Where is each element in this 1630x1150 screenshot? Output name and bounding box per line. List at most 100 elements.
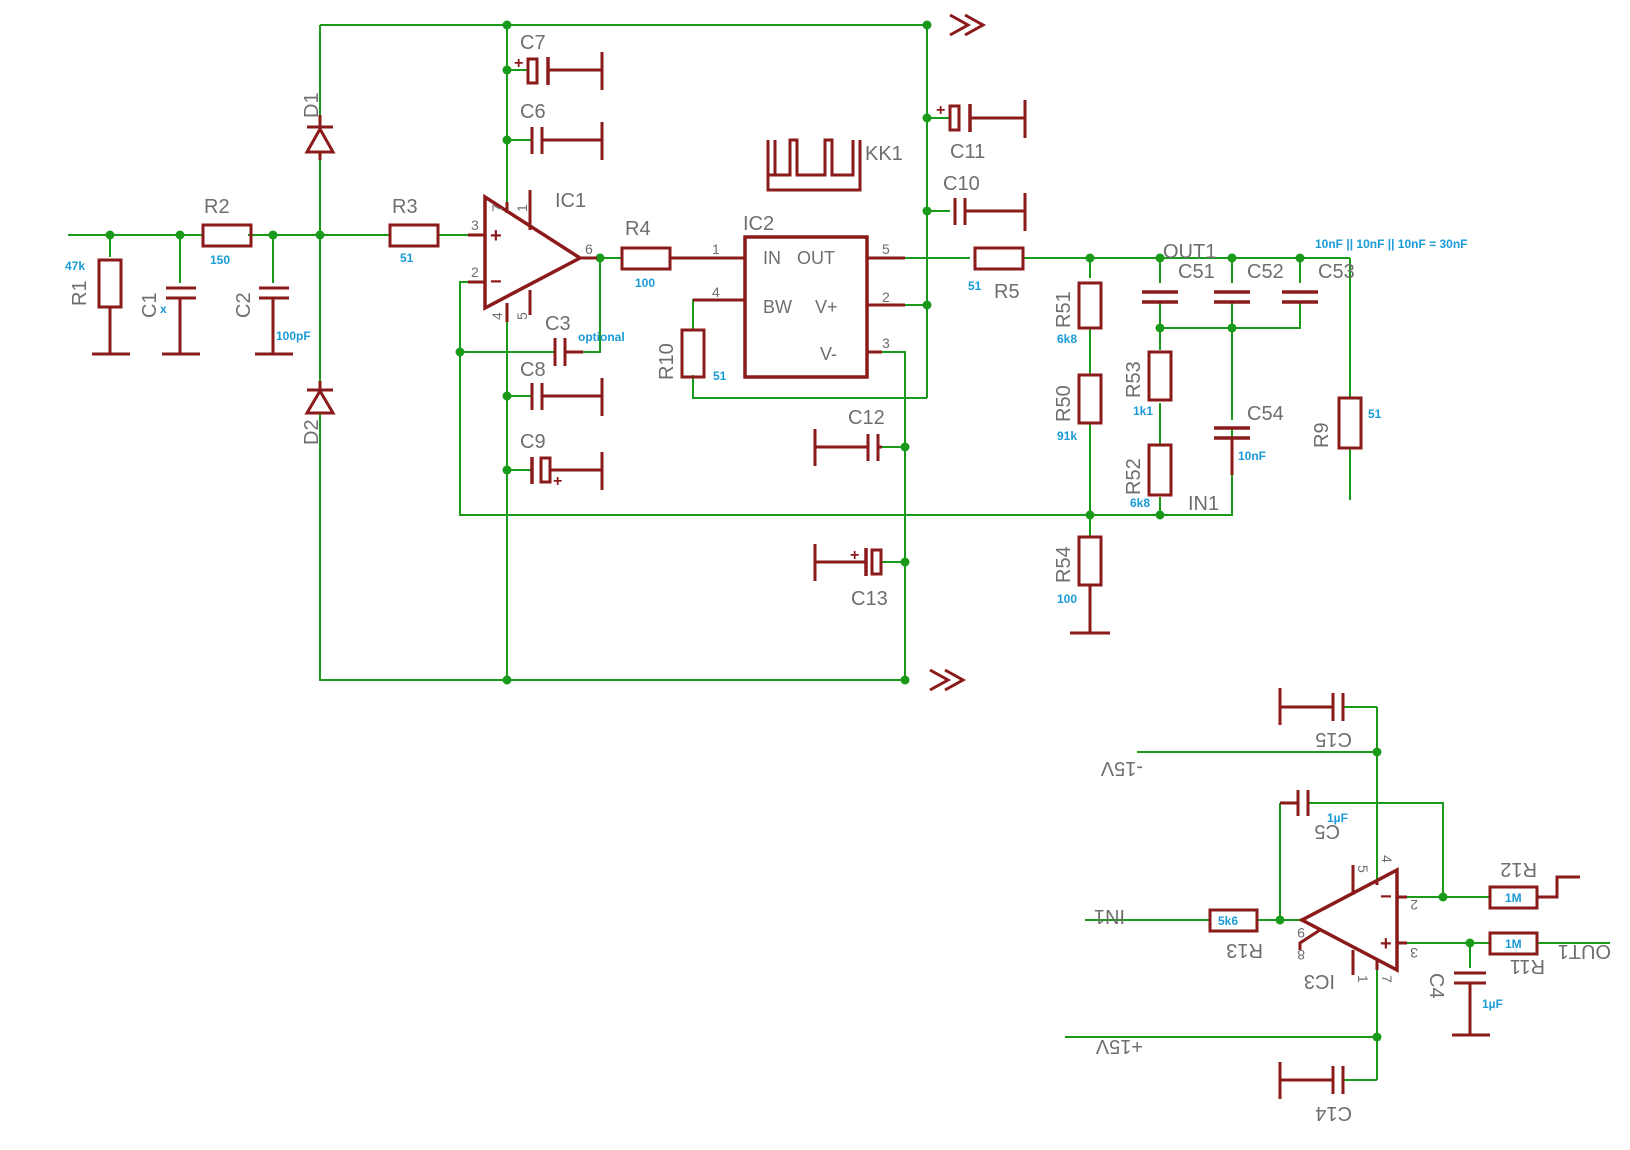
ic2-pin-3: 3 bbox=[882, 335, 890, 351]
label-c13: C13 bbox=[851, 588, 888, 610]
capacitor-c7[interactable] bbox=[526, 52, 604, 90]
label-c54: C54 bbox=[1247, 403, 1284, 425]
value-r13: 5k6 bbox=[1218, 914, 1238, 928]
capacitor-c52[interactable] bbox=[1214, 290, 1250, 304]
label-c14: C14 bbox=[1315, 1102, 1352, 1124]
capacitor-c10[interactable] bbox=[953, 193, 1027, 231]
value-c2: 100pF bbox=[276, 329, 311, 343]
capacitor-c53[interactable] bbox=[1282, 290, 1318, 304]
value-r54: 100 bbox=[1057, 592, 1077, 606]
resistor-r4[interactable] bbox=[620, 246, 745, 271]
capacitor-c51[interactable] bbox=[1142, 290, 1178, 304]
c9-plus-sign: + bbox=[553, 473, 562, 490]
resistor-r13[interactable] bbox=[1208, 908, 1259, 933]
label-r13: R13 bbox=[1226, 939, 1263, 961]
resistor-r12[interactable] bbox=[1488, 875, 1580, 910]
label-plus15v: +15V bbox=[1095, 1035, 1143, 1057]
ic1-pin-2: 2 bbox=[471, 264, 479, 280]
value-r3: 51 bbox=[400, 251, 414, 265]
label-r54: R54 bbox=[1053, 546, 1075, 583]
resistor-r5[interactable] bbox=[973, 246, 1025, 271]
label-c8: C8 bbox=[520, 359, 546, 381]
label-r5: R5 bbox=[994, 281, 1020, 303]
polarity-marks: + − − + + + + + bbox=[490, 55, 1392, 955]
capacitor-c11[interactable] bbox=[948, 100, 1027, 138]
ic2-pin-1: 1 bbox=[712, 241, 720, 257]
resistor-r50[interactable] bbox=[1077, 373, 1103, 425]
label-r53: R53 bbox=[1123, 361, 1145, 398]
resistor-r10[interactable] bbox=[680, 328, 706, 379]
label-ic1: IC1 bbox=[555, 190, 586, 212]
value-c54: 10nF bbox=[1238, 449, 1266, 463]
capacitor-c6[interactable] bbox=[530, 122, 604, 160]
capacitor-c13[interactable] bbox=[813, 544, 883, 581]
label-c10: C10 bbox=[943, 173, 980, 195]
capacitor-c14[interactable] bbox=[1278, 1062, 1345, 1099]
capacitor-c12[interactable] bbox=[813, 429, 882, 466]
label-c2: C2 bbox=[233, 292, 255, 318]
capacitor-c8[interactable] bbox=[530, 378, 604, 416]
label-c6: C6 bbox=[520, 101, 546, 123]
ic2-pin-bw: BW bbox=[763, 297, 792, 317]
resistor-r51[interactable] bbox=[1077, 281, 1103, 330]
diode-d2[interactable] bbox=[304, 381, 336, 415]
resistor-r1[interactable] bbox=[92, 258, 130, 356]
c7-plus-sign: + bbox=[514, 55, 523, 72]
label-out1: OUT1 bbox=[1163, 241, 1216, 263]
label-c15: C15 bbox=[1315, 728, 1352, 750]
capacitor-c54[interactable] bbox=[1214, 426, 1250, 475]
capacitor-c5[interactable] bbox=[1280, 790, 1310, 816]
c11-plus-sign: + bbox=[936, 102, 945, 119]
value-r2: 150 bbox=[210, 253, 230, 267]
ic3-pin-9: 9 bbox=[1297, 925, 1305, 941]
ic2-pin-out: OUT bbox=[797, 248, 835, 268]
label-ic2: IC2 bbox=[743, 213, 774, 235]
ic1-pin-7: 7 bbox=[489, 204, 505, 212]
capacitor-c2[interactable] bbox=[255, 286, 293, 356]
opamp-ic3[interactable] bbox=[1298, 865, 1407, 975]
resistor-r9[interactable] bbox=[1337, 396, 1363, 450]
ic1-minus-sign: − bbox=[490, 271, 502, 293]
value-r52: 6k8 bbox=[1130, 496, 1150, 510]
label-r51: R51 bbox=[1053, 291, 1075, 328]
label-ic3: IC3 bbox=[1304, 970, 1335, 992]
label-minus15v: -15V bbox=[1100, 757, 1143, 779]
ic2-pin-vplus: V+ bbox=[815, 297, 838, 317]
label-d2: D2 bbox=[301, 419, 323, 445]
wires bbox=[68, 24, 1610, 1081]
label-c51: C51 bbox=[1178, 261, 1215, 283]
diode-d1[interactable] bbox=[304, 115, 336, 160]
resistor-r54[interactable] bbox=[1070, 535, 1110, 635]
ic2-pin-vminus: V- bbox=[820, 344, 837, 364]
value-r9: 51 bbox=[1368, 407, 1382, 421]
resistor-r53[interactable] bbox=[1147, 350, 1173, 402]
resistor-r52[interactable] bbox=[1147, 443, 1173, 497]
label-r10: R10 bbox=[656, 343, 678, 380]
label-c3: C3 bbox=[545, 313, 571, 335]
resistor-r11[interactable] bbox=[1488, 931, 1539, 956]
capacitor-c9[interactable] bbox=[530, 452, 604, 490]
label-r1: R1 bbox=[69, 280, 91, 306]
ic1-pin-1: 1 bbox=[514, 204, 530, 212]
resistor-r3[interactable] bbox=[388, 223, 440, 248]
value-r51: 6k8 bbox=[1057, 332, 1077, 346]
opamp-ic1[interactable] bbox=[468, 190, 597, 322]
label-r12: R12 bbox=[1500, 858, 1537, 880]
ic3-minus-sign: − bbox=[1380, 886, 1392, 908]
heatsink-kk1[interactable] bbox=[766, 138, 862, 192]
value-r50: 91k bbox=[1057, 429, 1077, 443]
capacitor-c3[interactable] bbox=[553, 338, 583, 366]
ic2-pin-names: IN OUT BW V+ V- bbox=[763, 248, 838, 364]
capacitor-c1[interactable] bbox=[162, 286, 200, 356]
label-c5: C5 bbox=[1314, 820, 1340, 842]
capacitor-c4[interactable] bbox=[1452, 971, 1490, 1037]
label-in1: IN1 bbox=[1188, 493, 1219, 515]
capacitor-c15[interactable] bbox=[1278, 688, 1345, 725]
label-c1-subscript: x bbox=[160, 302, 167, 316]
resistor-r2[interactable] bbox=[201, 223, 253, 248]
value-r11: 1M bbox=[1505, 937, 1522, 951]
label-r4: R4 bbox=[625, 218, 651, 240]
value-labels: 47k 150 100pF 51 optional 100 51 51 6k8 … bbox=[65, 237, 1522, 1011]
ic2-block[interactable] bbox=[693, 235, 905, 379]
